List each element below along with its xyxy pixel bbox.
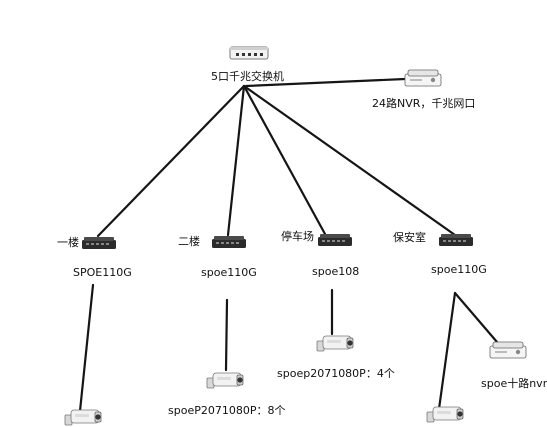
parking-label: 停车场 (281, 230, 314, 243)
floor1-switch-label: SPOE110G (73, 266, 132, 279)
link-core-to-nvr (244, 77, 407, 88)
floor2-camera-label: spoeP2071080P：8个 (168, 404, 286, 417)
floor1-switch-icon (82, 237, 116, 249)
core-switch-label: 5口千兆交换机 (211, 70, 284, 83)
parking-camera-icon (316, 335, 354, 352)
link-floor2-to-camera (224, 298, 229, 372)
security-switch-label: spoe110G (431, 263, 487, 276)
connection-lines (78, 77, 499, 413)
nvr-icon (404, 69, 442, 87)
link-core-to-floor2 (226, 84, 246, 237)
parking-switch-icon (318, 234, 352, 246)
link-core-to-floor1 (96, 84, 246, 238)
floor2-camera-icon (206, 372, 244, 389)
core-switch-icon (229, 46, 269, 60)
nvr-secondary-icon (489, 341, 527, 359)
link-core-to-security (242, 84, 457, 237)
floor1-label: 一楼 (57, 236, 79, 249)
floor1-camera-icon (64, 409, 102, 426)
link-security-to-camera (437, 291, 457, 411)
link-floor1-to-camera (78, 283, 95, 413)
security-switch-icon (439, 234, 473, 246)
parking-switch-label: spoe108 (312, 265, 360, 278)
link-core-to-parking (242, 84, 327, 236)
parking-camera-label: spoep2071080P：4个 (277, 367, 395, 380)
security-camera-icon (426, 406, 464, 423)
floor2-label: 二楼 (178, 235, 200, 248)
nvr-label: 24路NVR，千兆网口 (372, 97, 476, 110)
nvr-secondary-label: spoe十路nvr (481, 377, 547, 390)
link-security-to-nvr2 (453, 291, 499, 344)
floor2-switch-label: spoe110G (201, 266, 257, 279)
security-label: 保安室 (393, 231, 426, 244)
floor2-switch-icon (212, 236, 246, 248)
